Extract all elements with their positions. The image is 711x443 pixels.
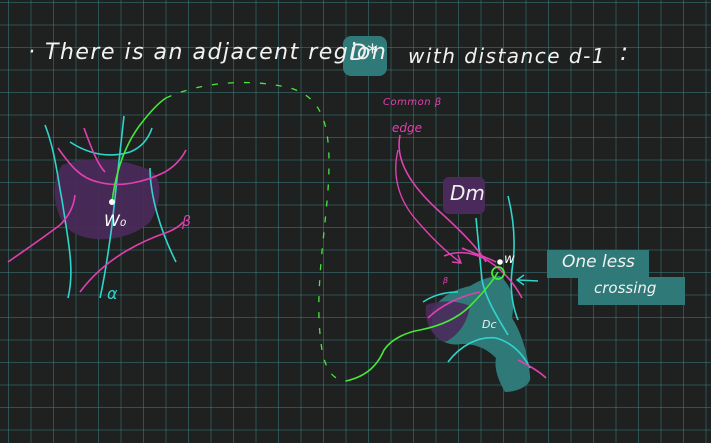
dashed-arc	[165, 81, 347, 382]
w-label: w	[504, 252, 515, 267]
alpha-curve	[99, 115, 125, 299]
d-star-highlight	[343, 36, 387, 76]
note-highlight-2	[578, 277, 685, 305]
dm-label: Dm	[450, 181, 485, 205]
arrow-head	[515, 274, 525, 286]
alpha-curve	[44, 124, 72, 299]
crossing-marker	[491, 266, 505, 280]
beta-curve	[427, 291, 481, 319]
alpha-curve	[507, 195, 519, 321]
d-star-label: D*	[350, 41, 378, 66]
alpha-label: α	[107, 284, 118, 303]
dm-highlight	[443, 177, 485, 214]
common-beta-label: Common β	[383, 97, 442, 108]
beta-curve	[7, 194, 76, 263]
note-line-2: crossing	[594, 279, 657, 297]
w-vertex	[497, 259, 503, 265]
green-path	[345, 271, 499, 382]
heading-colon: :	[620, 38, 629, 66]
edge-label: edge	[392, 121, 422, 135]
beta-curve	[79, 221, 184, 293]
dc-label: Dc	[482, 318, 497, 331]
note-line-1: One less	[562, 252, 635, 272]
w0-label: W₀	[104, 211, 127, 230]
heading-bullet: ·	[28, 40, 37, 65]
beta-curve	[517, 359, 547, 379]
heading-main: There is an adjacent region	[45, 40, 388, 65]
arrow-common-beta	[395, 149, 461, 263]
w0-vertex	[109, 199, 115, 205]
beta-curve	[398, 134, 487, 263]
heading-text: · There is an adjacent region	[28, 42, 387, 64]
green-path	[111, 97, 167, 203]
beta-curve	[57, 147, 187, 186]
alpha-curve	[149, 167, 177, 263]
alpha-curve	[475, 217, 509, 336]
arrow-head	[451, 254, 463, 264]
beta-label: β	[182, 214, 191, 230]
distance-text: with distance d-1	[408, 44, 607, 68]
alpha-curve	[422, 291, 459, 303]
small-beta-label: β	[443, 276, 449, 285]
alpha-curve	[69, 127, 153, 156]
note-highlight-1	[547, 250, 649, 278]
beta-curve	[83, 127, 106, 173]
left-region-fill	[54, 158, 160, 240]
alpha-curve	[447, 337, 531, 369]
beta-curve	[461, 247, 497, 263]
arrow-to-crossing	[517, 279, 539, 282]
beta-curve	[443, 251, 523, 299]
